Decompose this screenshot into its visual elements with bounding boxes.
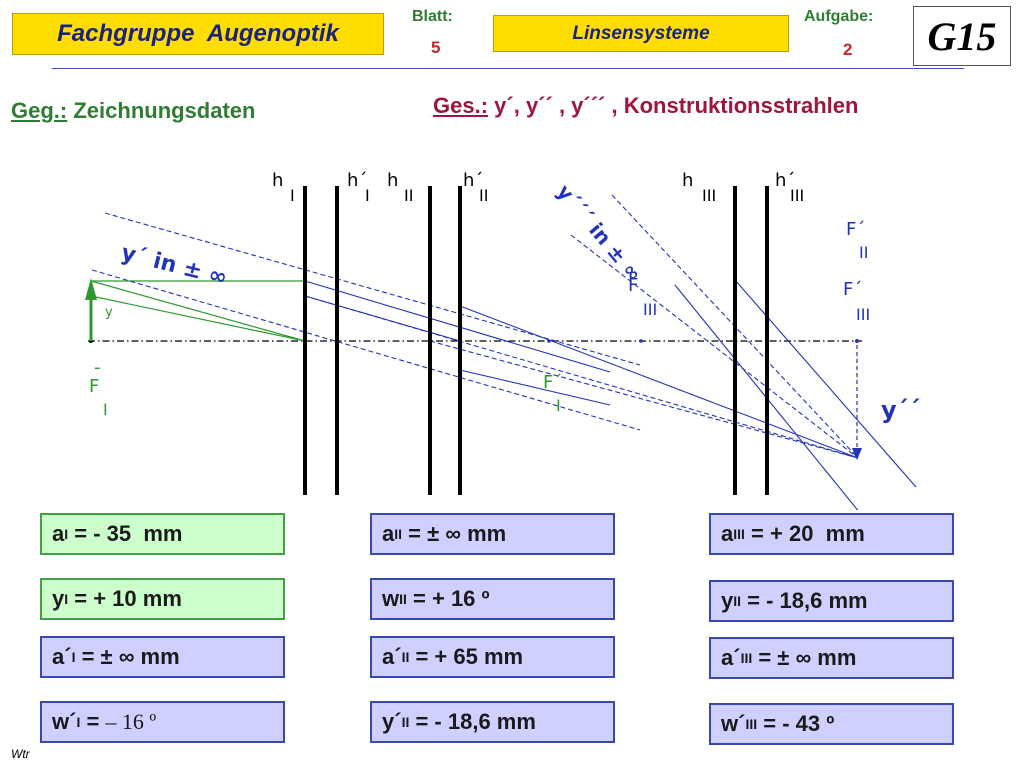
label-f2p-sub: II [859, 243, 868, 262]
value-y2p: y´II = - 18,6 mm [370, 701, 615, 743]
label-h3-sub: III [702, 186, 716, 205]
sought-label: Ges.: [433, 93, 489, 118]
value-a2p: a´II = + 65 mm [370, 636, 615, 678]
value-a3p: a´III = ± ∞ mm [709, 637, 954, 679]
topic-box: Linsensysteme [493, 15, 789, 52]
solid-rays [304, 279, 917, 510]
plane-labels: h I h´ I h II h´ II h III h´ III [272, 170, 804, 205]
label-h1p-sub: I [365, 186, 370, 205]
g15-logo: G15 [913, 6, 1011, 66]
topic-title: Linsensysteme [572, 22, 710, 44]
header-separator [52, 68, 964, 69]
annotation-y-triple-prime-inf: y´´´ in ± ∞ [552, 180, 647, 286]
given-label: Geg.: [11, 98, 68, 123]
header-title-box: Fachgruppe Augenoptik [12, 13, 384, 55]
task-label: Aufgabe: [804, 8, 874, 25]
task-number: 2 [843, 40, 853, 59]
principal-planes [303, 186, 769, 495]
value-w3p: w´III = - 43 º [709, 703, 954, 745]
object-arrow [85, 278, 97, 341]
dashed-rays [91, 194, 859, 459]
sought-line: Ges.: y´, y´´ , y´´´ , Konstruktionsstra… [433, 93, 858, 119]
focal-labels: y - F I F´ I F´ II F III F´ III [89, 219, 870, 419]
annotation-y-double-prime: y´´ [881, 396, 921, 424]
label-f1p: F´ [543, 372, 562, 393]
label-f1-sub: I [103, 400, 108, 419]
sought-text: y´, y´´ , y´´´ , Konstruktionsstrahlen [494, 93, 859, 118]
label-f3-sub: III [643, 300, 657, 319]
label-h1p: h´ [347, 170, 367, 191]
label-y: y [105, 305, 113, 320]
author-initials: Wtr [11, 747, 30, 761]
image-arrow [852, 345, 862, 460]
label-h2p-sub: II [479, 186, 488, 205]
given-line: Geg.: Zeichnungsdaten [11, 98, 255, 124]
logo-text: G15 [927, 13, 997, 59]
label-f3p: F´ [843, 279, 862, 300]
label-f3: F [628, 275, 638, 296]
label-h1-sub: I [290, 186, 295, 205]
label-h3p-sub: III [790, 186, 804, 205]
label-h2: h [387, 170, 398, 191]
header-title: Fachgruppe Augenoptik [57, 20, 339, 47]
value-w1p: w´I = – 16 º [40, 701, 285, 743]
label-h3: h [682, 170, 693, 191]
label-f1-bar: - [94, 357, 101, 378]
label-h3p: h´ [775, 170, 795, 191]
sheet-label: Blatt: [412, 8, 453, 25]
label-h2-sub: II [404, 186, 413, 205]
label-f2p: F´ [846, 219, 865, 240]
label-h2p: h´ [463, 170, 483, 191]
value-a1p: a´I = ± ∞ mm [40, 636, 285, 678]
annotation-y-prime-inf: y´ in ± ∞ [119, 241, 230, 291]
label-f3p-sub: III [856, 305, 870, 324]
given-text: Zeichnungsdaten [73, 98, 256, 123]
sheet-number: 5 [431, 38, 441, 57]
label-h1: h [272, 170, 283, 191]
green-rays [90, 280, 306, 342]
label-f1: F [89, 376, 99, 397]
ray-diagram: h I h´ I h II h´ II h III h´ III y - F I… [85, 170, 921, 510]
label-f1p-sub: I [556, 396, 561, 415]
